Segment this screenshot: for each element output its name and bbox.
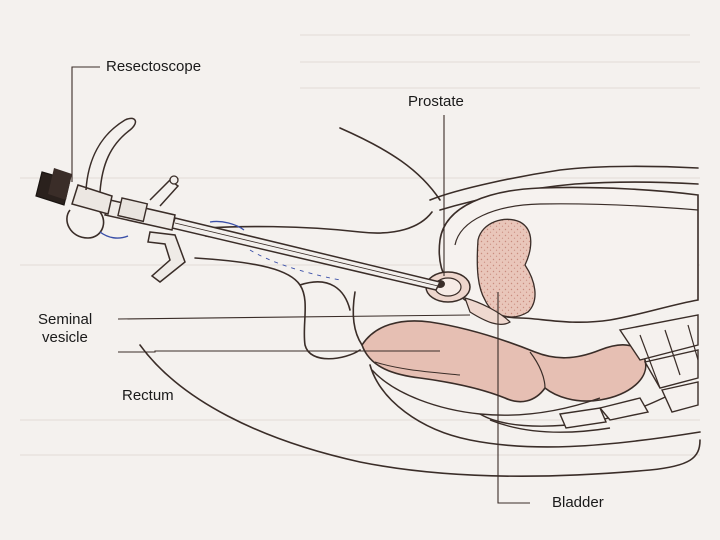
resectoscope-instrument — [35, 117, 442, 291]
bladder-organ — [438, 186, 699, 324]
seminal-vesicle-organ — [464, 297, 511, 325]
label-resectoscope: Resectoscope — [106, 58, 202, 75]
label-rectum: Rectum — [122, 387, 174, 404]
label-prostate: Prostate — [408, 93, 464, 110]
leader-lines — [71, 66, 530, 504]
label-bladder: Bladder — [552, 494, 604, 511]
label-seminal-vesicle-line2: vesicle — [42, 329, 88, 346]
vertebra-ribs — [639, 324, 699, 389]
rectum-organ — [361, 320, 647, 403]
label-seminal-vesicle-line1: Seminal — [38, 311, 93, 328]
sacrum-vertebrae — [558, 314, 699, 429]
